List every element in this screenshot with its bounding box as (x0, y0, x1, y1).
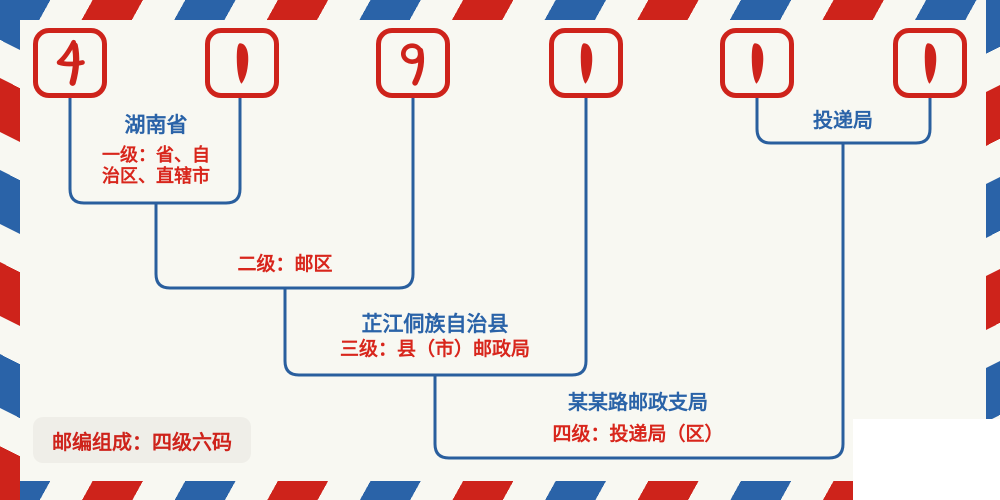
airmail-stripe-border-top (0, 0, 1000, 20)
level2-description: 二级：邮区 (237, 254, 333, 275)
airmail-stripe-border-bottom (0, 481, 1000, 500)
postal-digit-box-4 (549, 28, 623, 98)
postal-digit-box-5 (720, 28, 794, 98)
postal-digit-box-2 (205, 28, 279, 98)
bracket-level4-connector (433, 143, 845, 460)
level4-description: 四级：投递局（区） (552, 424, 724, 445)
brush-digit-glyph (580, 43, 593, 84)
postcode-composition-note: 邮编组成：四级六码 (33, 417, 251, 463)
province-label: 湖南省 (124, 113, 188, 137)
brush-digit-glyph (751, 43, 764, 84)
postal-digit-box-6 (893, 28, 967, 98)
county-label: 芷江侗族自治县 (361, 312, 509, 336)
brush-digit-glyph (56, 39, 85, 86)
bracket-delivery-connector (755, 97, 932, 145)
postcode-composition-text: 邮编组成：四级六码 (52, 431, 232, 454)
brush-digit-glyph (401, 43, 425, 86)
postal-digit-box-3 (376, 28, 450, 98)
brush-digit-glyph (236, 43, 249, 84)
level1-description-line1: 一级：省、自 (102, 145, 210, 165)
level1-description-line2: 治区、直辖市 (102, 166, 210, 186)
brush-digit-glyph (924, 43, 937, 84)
airmail-stripe-border-left (0, 0, 20, 500)
corner-white-patch (853, 419, 1000, 500)
airmail-stripe-border-right (986, 0, 1000, 500)
postal-branch-label: 某某路邮政支局 (568, 392, 708, 414)
delivery-office-label: 投递局 (813, 110, 873, 132)
level3-description: 三级：县（市）邮政局 (339, 339, 531, 360)
postal-digit-box-1 (33, 28, 107, 98)
